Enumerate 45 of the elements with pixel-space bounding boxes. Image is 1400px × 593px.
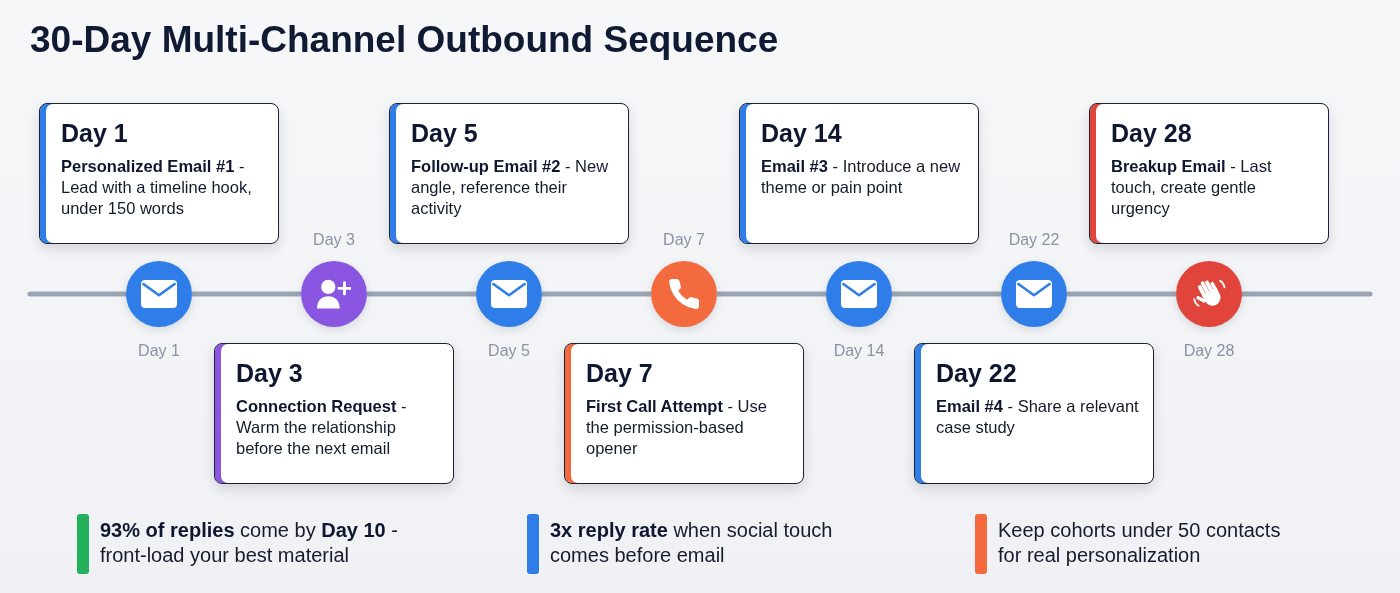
card-heading: Day 7 (586, 358, 653, 388)
diagram-title: 30-Day Multi-Channel Outbound Sequence (30, 18, 779, 62)
note-text: 3x reply rate when social touch comes before email (550, 518, 834, 568)
day-label: Day 3 (313, 230, 355, 250)
day-label: Day 28 (1183, 341, 1235, 361)
day-label: Day 7 (663, 230, 705, 250)
step-card (1089, 103, 1329, 244)
card-heading: Day 22 (936, 358, 1017, 388)
card-heading: Day 14 (761, 118, 842, 148)
timeline-line (367, 291, 476, 297)
timeline-marker (826, 261, 892, 327)
timeline-line (892, 291, 1001, 297)
step-card (389, 103, 629, 244)
card-description: Breakup Email - Last touch, create gentle urgency (1111, 156, 1273, 219)
timeline-line (1067, 291, 1176, 297)
timeline-marker (1176, 261, 1242, 327)
card-description: Connection Request - Warm the relationship before the next email (236, 396, 408, 459)
day-label: Day 14 (833, 341, 885, 361)
day-label: Day 5 (488, 341, 530, 361)
timeline-marker (651, 261, 717, 327)
step-card (214, 343, 454, 484)
card-heading: Day 28 (1111, 118, 1192, 148)
step-card (564, 343, 804, 484)
note-text: Keep cohorts under 50 contacts for real personalization (998, 518, 1282, 568)
card-description: Follow-up Email #2 - New angle, reference their activity (411, 156, 610, 219)
card-heading: Day 1 (61, 118, 128, 148)
timeline-marker (126, 261, 192, 327)
timeline-line (717, 291, 826, 297)
day-label: Day 22 (1008, 230, 1060, 250)
timeline-marker (301, 261, 367, 327)
card-heading: Day 3 (236, 358, 303, 388)
card-description: First Call Attempt - Use the permission-based opener (586, 396, 768, 459)
card-description: Personalized Email #1 - Lead with a timeline hook, under 150 words (61, 156, 253, 219)
step-card (39, 103, 279, 244)
day-label: Day 1 (138, 341, 180, 361)
card-description: Email #3 - Introduce a new theme or pain point (761, 156, 962, 198)
timeline-line (542, 291, 651, 297)
timeline-line (192, 291, 301, 297)
card-description: Email #4 - Share a relevant case study (936, 396, 1140, 438)
timeline-marker (476, 261, 542, 327)
step-card (914, 343, 1154, 484)
card-heading: Day 5 (411, 118, 478, 148)
step-card (739, 103, 979, 244)
note-text: 93% of replies come by Day 10 - front-load your best material (100, 518, 399, 568)
timeline-marker (1001, 261, 1067, 327)
